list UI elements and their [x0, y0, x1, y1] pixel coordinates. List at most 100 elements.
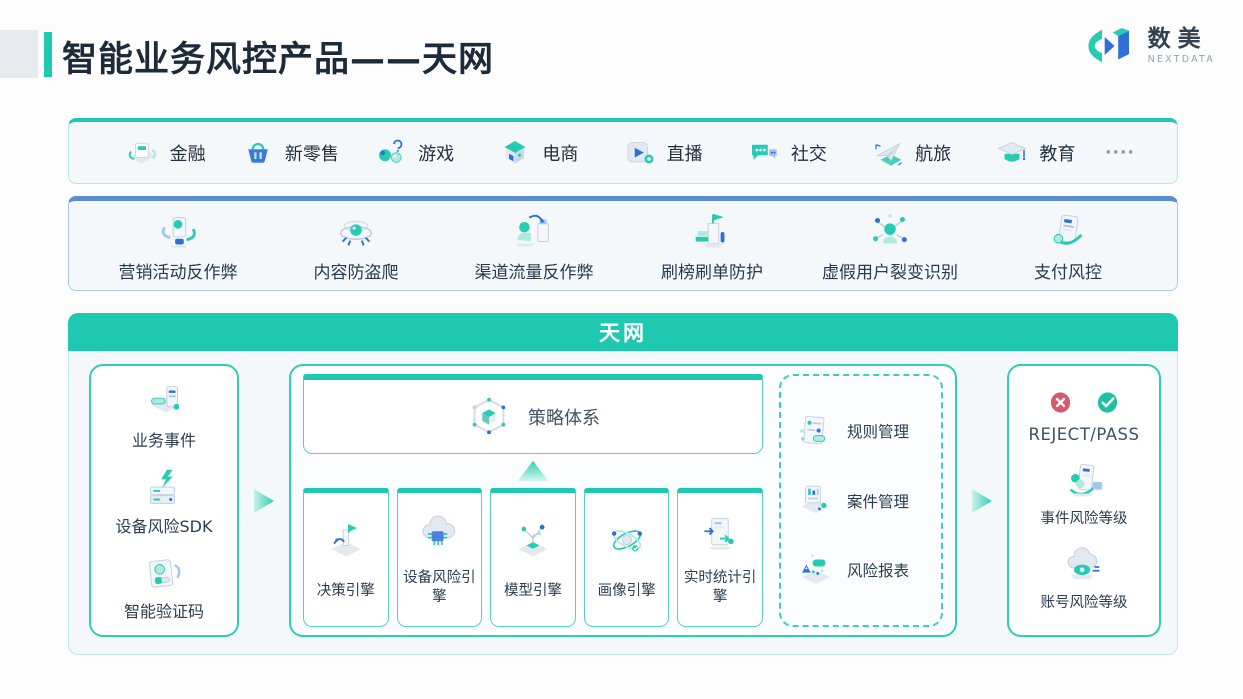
industry-label: 电商: [542, 143, 579, 165]
business-event-icon: [141, 379, 187, 425]
industry-item: 金融: [103, 135, 227, 171]
skynet-title: 天网: [599, 321, 647, 345]
result-badges: [1047, 389, 1121, 416]
management-box: 规则管理 案件管理 风险报表: [779, 374, 943, 627]
ecommerce-icon: [497, 135, 533, 171]
scenarios-panel: 营销活动反作弊 内容防盗爬 渠道流量反作弊 刷榜刷单防护 虚假用户裂变识别 支付…: [68, 196, 1178, 291]
flow-arrow-zone: [957, 364, 1007, 637]
engine-card: 决策引擎: [303, 488, 389, 627]
industry-item: 社交: [724, 135, 848, 171]
case-management-icon: [795, 480, 837, 522]
title-accent-bar: [44, 32, 52, 77]
management-item: 案件管理: [795, 480, 941, 522]
input-label: 设备风险SDK: [115, 516, 213, 536]
live-icon: [622, 135, 658, 171]
output-label: 账号风险等级: [1040, 595, 1128, 611]
management-label: 规则管理: [847, 422, 910, 441]
flow-arrow-zone: [239, 364, 289, 637]
industries-more: ····: [1105, 142, 1135, 163]
pass-icon: [1094, 389, 1121, 416]
corner-decoration: [0, 30, 38, 78]
scenario-item: 支付风控: [979, 209, 1157, 284]
core-box: 策略体系 决策引擎 设备风险引擎: [289, 364, 957, 637]
travel-icon: [870, 135, 906, 171]
logo-text: 数美 NEXTDATA: [1147, 26, 1215, 65]
management-item: 规则管理: [795, 410, 941, 452]
engine-label: 画像引擎: [597, 582, 656, 599]
scenario-item: 内容防盗爬: [267, 209, 445, 284]
input-item: 智能验证码: [124, 550, 204, 622]
output-box: REJECT/PASS 事件风险等级 账号风险等级: [1007, 364, 1161, 637]
industries-panel: 金融 新零售 游戏 电商 直播 社交 航旅 教育 ····: [68, 118, 1178, 184]
scenario-label: 刷榜刷单防护: [661, 263, 763, 283]
fake-user-fission-icon: [867, 209, 913, 255]
management-label: 案件管理: [847, 492, 910, 511]
page-title: 智能业务风控产品——天网: [62, 40, 495, 80]
arrow-up-icon: [515, 459, 551, 483]
social-icon: [746, 135, 782, 171]
finance-icon: [125, 135, 161, 171]
scenario-label: 营销活动反作弊: [118, 263, 238, 283]
industry-label: 航旅: [915, 143, 952, 165]
input-label: 业务事件: [131, 431, 196, 451]
industry-label: 社交: [790, 143, 827, 165]
anti-scraping-icon: [333, 209, 379, 255]
industry-item: 航旅: [849, 135, 973, 171]
model-engine-icon: [511, 518, 555, 562]
core-left: 策略体系 决策引擎 设备风险引擎: [303, 374, 763, 627]
education-icon: [994, 135, 1030, 171]
game-icon: [373, 135, 409, 171]
scenario-label: 内容防盗爬: [313, 263, 399, 283]
output-label: 事件风险等级: [1040, 511, 1128, 527]
industry-item: 新零售: [227, 135, 351, 171]
input-label: 智能验证码: [123, 601, 204, 621]
marketing-anticheat-icon: [155, 209, 201, 255]
industry-label: 直播: [666, 143, 703, 165]
scenario-item: 虚假用户裂变识别: [801, 209, 979, 284]
industry-item: 电商: [476, 135, 600, 171]
management-item: 风险报表: [795, 549, 941, 591]
strategy-box: 策略体系: [303, 374, 763, 454]
input-item: 业务事件: [132, 379, 196, 451]
result-label: REJECT/PASS: [1028, 425, 1140, 444]
management-label: 风险报表: [847, 562, 910, 581]
scenario-item: 渠道流量反作弊: [445, 209, 623, 284]
industry-item: 游戏: [352, 135, 476, 171]
arrow-right-icon: [969, 487, 995, 515]
arrow-right-icon: [251, 487, 277, 515]
inputs-box: 业务事件 设备风险SDK 智能验证码: [89, 364, 239, 637]
ranking-protect-icon: [689, 209, 735, 255]
channel-anticheat-icon: [511, 209, 557, 255]
industry-label: 游戏: [418, 143, 455, 165]
strategy-system-icon: [466, 394, 512, 440]
payment-risk-icon: [1045, 209, 1091, 255]
engine-card: 模型引擎: [490, 488, 576, 627]
risk-report-icon: [795, 549, 837, 591]
engines-row: 决策引擎 设备风险引擎 模型引擎 画像引擎: [303, 488, 763, 627]
engine-card: 设备风险引擎: [396, 488, 483, 627]
engine-label: 模型引擎: [503, 582, 562, 599]
decision-engine-icon: [324, 518, 368, 562]
engine-label: 实时统计引擎: [683, 570, 757, 606]
skynet-header: 天网: [68, 313, 1178, 351]
engine-label: 设备风险引擎: [403, 570, 476, 606]
device-sdk-icon: [141, 465, 187, 511]
industry-item: 直播: [600, 135, 724, 171]
strategy-label: 策略体系: [528, 407, 600, 429]
scenario-label: 虚假用户裂变识别: [822, 263, 958, 283]
skynet-body: 业务事件 设备风险SDK 智能验证码 策略体: [68, 351, 1178, 655]
logo-cn: 数美: [1147, 26, 1208, 53]
profile-engine-icon: [605, 518, 649, 562]
industry-label: 金融: [169, 143, 206, 165]
new-retail-icon: [240, 135, 276, 171]
output-item: 事件风险等级: [1041, 459, 1128, 528]
account-risk-level-icon: [1061, 543, 1107, 589]
device-engine-icon: [417, 512, 461, 556]
up-arrow-zone: [303, 454, 763, 488]
nextdata-logo-icon: [1084, 24, 1138, 68]
scenario-label: 渠道流量反作弊: [474, 263, 594, 283]
input-item: 设备风险SDK: [115, 465, 213, 537]
industry-label: 新零售: [284, 143, 339, 165]
industry-label: 教育: [1039, 143, 1076, 165]
